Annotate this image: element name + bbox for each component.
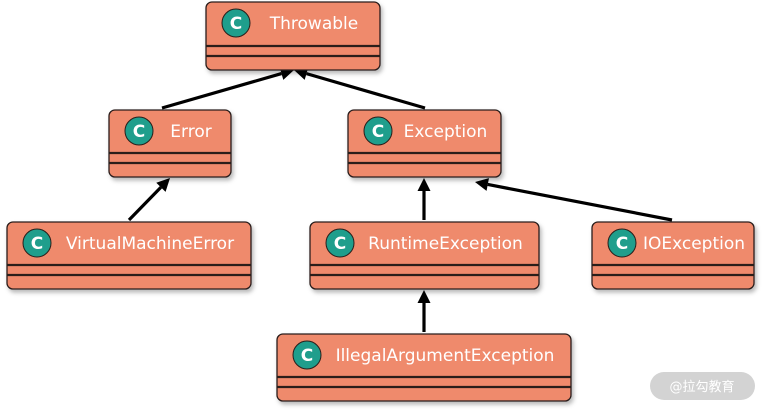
class-badge-letter: C [31,234,43,254]
class-badge-icon [124,116,154,146]
class-badge-letter: C [133,122,145,142]
edge-runtime_exception-to-exception [417,178,431,220]
class-badge-icon [292,340,322,370]
edge-line [306,72,426,110]
class-box [309,221,540,290]
class-name: Error [170,122,211,142]
class-node-virtual-machine-error: C VirtualMachineError [6,221,252,290]
edge-line [127,186,163,222]
edge-illegal_argument_exception-to-runtime_exception [417,290,431,332]
edge-io_exception-to-exception [475,178,673,222]
class-badge-icon [325,228,355,258]
edge-line [161,72,282,110]
class-name: IllegalArgumentException [336,346,555,366]
class-box [108,109,232,178]
class-node-throwable: C Throwable [205,1,381,71]
arrowhead [475,178,489,191]
class-node-error: C Error [108,109,232,178]
class-name: Throwable [269,14,358,34]
edge-line [487,182,673,222]
class-badge-letter: C [301,346,313,366]
edge-error-to-throwable [161,67,294,110]
edge-virtual_machine_error-to-error [127,178,170,222]
class-name: RuntimeException [368,234,523,254]
arrowhead [417,178,431,191]
watermark: @拉勾教育 [650,372,755,400]
edge-exception-to-throwable [294,67,426,110]
arrowhead [156,178,170,192]
class-badge-letter: C [372,122,384,142]
class-name: IOException [643,234,745,254]
class-node-illegal-argument-exception: C IllegalArgumentException [276,333,572,402]
class-node-exception: C Exception [347,109,502,178]
class-badge-letter: C [230,14,242,34]
class-box [6,221,252,290]
class-badge-icon [22,228,52,258]
arrowhead [417,290,431,303]
class-badge-letter: C [616,234,628,254]
class-badge-letter: C [334,234,346,254]
class-badge-icon [221,8,251,38]
class-name: Exception [404,122,488,142]
class-badge-icon [363,116,393,146]
class-node-runtime-exception: C RuntimeException [309,221,540,290]
class-badge-icon [607,228,637,258]
watermark-background [650,372,755,400]
class-name: VirtualMachineError [66,234,234,254]
watermark-text: @拉勾教育 [669,379,734,395]
class-box [276,333,572,402]
inheritance-edges [127,67,673,332]
class-node-io-exception: C IOException [591,221,755,290]
